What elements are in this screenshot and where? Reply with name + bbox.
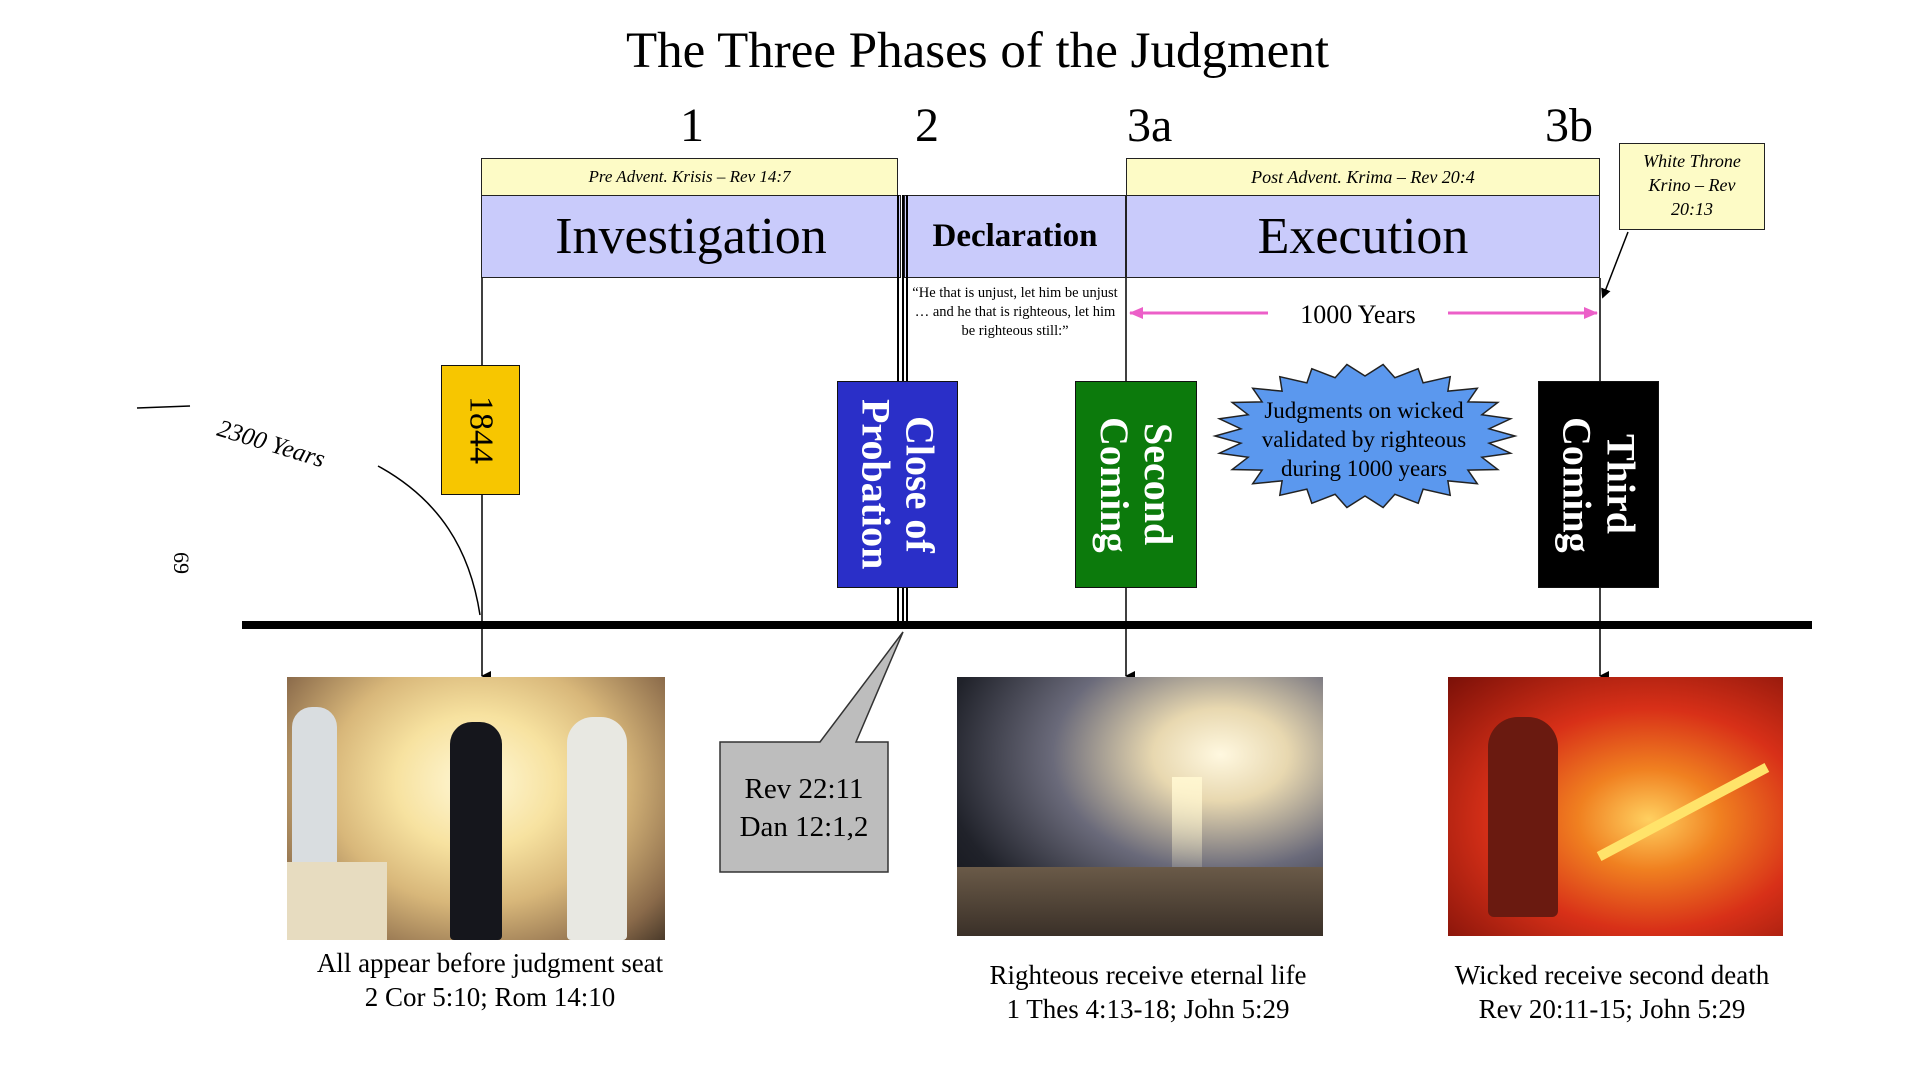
callout-shape (719, 631, 904, 873)
diagram-title: The Three Phases of the Judgment (626, 23, 1329, 79)
caption-second-death-line-2: Rev 20:11-15; John 5:29 (1478, 994, 1746, 1024)
2300-years-curve (377, 465, 481, 616)
fire-streak (1596, 762, 1770, 862)
callout-line-2: Dan 12:1,2 (739, 811, 869, 843)
phase-investigation-label: Investigation (555, 208, 827, 265)
caption-judgment-seat-line-2: 2 Cor 5:10; Rom 14:10 (364, 982, 616, 1012)
callout-line-1: Rev 22:11 (744, 773, 864, 805)
caption-judgment-seat-line-1: All appear before judgment seat (316, 948, 664, 978)
book-stand (287, 862, 387, 940)
phase-declaration: Declaration (904, 195, 1126, 278)
judgments-burst-text: Judgments on wicked validated by righteo… (1261, 398, 1467, 481)
phase-investigation: Investigation (481, 195, 901, 278)
caption-eternal-life-line-1: Righteous receive eternal life (989, 960, 1307, 990)
event-second-coming-label: Second Coming (1092, 416, 1181, 553)
phase-execution: Execution (1126, 195, 1600, 278)
page-number: 69 (169, 552, 194, 574)
white-throne-pointer (1601, 231, 1629, 299)
event-close-of-probation: Close of Probation (837, 381, 958, 588)
caption-second-death: Wicked receive second death Rev 20:11-15… (1412, 958, 1812, 1026)
curve-start-tick (136, 405, 191, 409)
phase-number-1: 1 (680, 99, 704, 152)
figure-robed (567, 717, 627, 940)
callout-text: Rev 22:11 Dan 12:1,2 (720, 770, 888, 846)
post-advent-label: Post Advent. Krima – Rev 20:4 (1126, 158, 1600, 196)
second-death-image (1448, 677, 1783, 936)
phase-execution-label: Execution (1257, 208, 1469, 265)
judgments-burst-shape (1212, 363, 1518, 509)
figure-warrior (1488, 717, 1558, 917)
white-throne-label: White Throne Krino – Rev 20:13 (1619, 143, 1765, 230)
event-second-coming: Second Coming (1075, 381, 1197, 588)
event-1844-label: 1844 (462, 396, 500, 464)
event-1844: 1844 (441, 365, 520, 495)
event-third-coming-label: Third Coming (1554, 416, 1644, 553)
phase-number-3a: 3a (1127, 99, 1173, 152)
caption-second-death-line-1: Wicked receive second death (1454, 960, 1770, 990)
declaration-quote: “He that is unjust, let him be unjust … … (912, 285, 1118, 339)
phase-number-3b: 3b (1545, 99, 1593, 152)
thousand-years-label: 1000 Years (1268, 300, 1448, 330)
caption-judgment-seat: All appear before judgment seat 2 Cor 5:… (290, 946, 690, 1014)
event-third-coming: Third Coming (1538, 381, 1659, 588)
event-close-of-probation-label: Close of Probation (853, 399, 943, 570)
caption-eternal-life-line-2: 1 Thes 4:13-18; John 5:29 (1006, 994, 1290, 1024)
caption-eternal-life: Righteous receive eternal life 1 Thes 4:… (948, 958, 1348, 1026)
ground (957, 867, 1323, 936)
figure-silhouette (450, 722, 502, 940)
phase-declaration-label: Declaration (932, 218, 1098, 254)
judgment-seat-image (287, 677, 665, 940)
second-coming-image (957, 677, 1323, 936)
pre-advent-label: Pre Advent. Krisis – Rev 14:7 (481, 158, 898, 196)
phase-number-2: 2 (915, 99, 939, 152)
